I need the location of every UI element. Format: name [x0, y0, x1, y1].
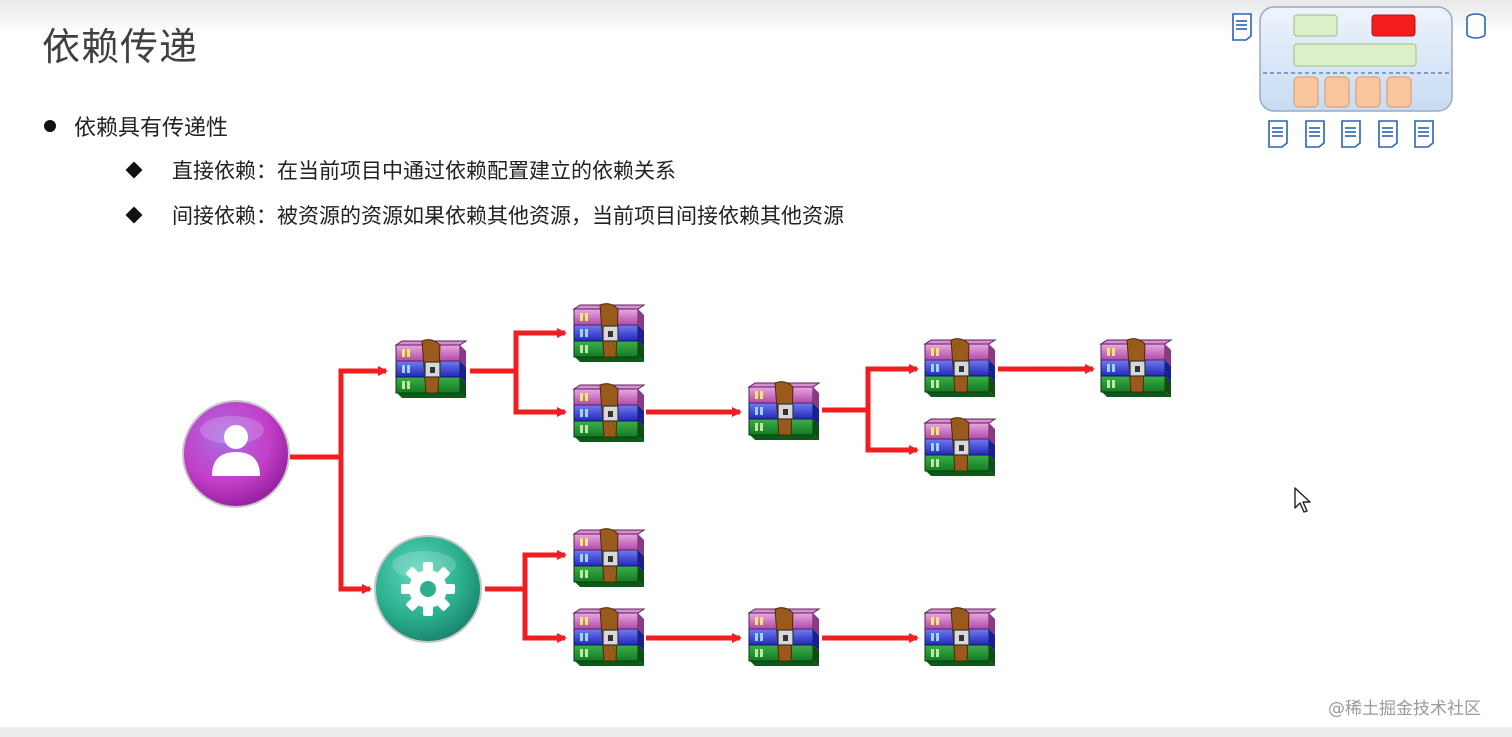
- bottom-band: [0, 727, 1512, 737]
- edge-j1-j2: [470, 328, 567, 374]
- settings-project-node: [374, 535, 482, 643]
- gear-icon: [401, 562, 455, 616]
- jar-node-j2: [573, 303, 645, 363]
- edge-user-settings: [338, 457, 372, 594]
- jar-node-j6: [924, 417, 996, 477]
- document-icon: [1232, 13, 1252, 41]
- minimap-thumbnail: [1232, 6, 1486, 148]
- document-icons-row: [1268, 120, 1434, 148]
- slide-title: 依赖传递: [42, 25, 199, 69]
- dependency-arrows: [290, 328, 1095, 643]
- bullet-dot-icon: [44, 120, 56, 132]
- sub-bullet-text: 直接依赖：在当前项目中通过依赖配置建立的依赖关系: [172, 159, 676, 183]
- sub-bullet-text: 间接依赖：被资源的资源如果依赖其他资源，当前项目间接依赖其他资源: [172, 204, 844, 228]
- jar-node-j5: [924, 338, 996, 398]
- edge-j4-j6: [865, 410, 919, 455]
- edge-user-j1: [290, 366, 388, 460]
- jar-node-j3: [573, 383, 645, 443]
- edge-j1-j3: [513, 371, 567, 417]
- jar-node-j4: [748, 381, 820, 441]
- jar-node-j8: [573, 528, 645, 588]
- jar-node-j11: [924, 607, 996, 667]
- edge-j4-j5: [822, 364, 919, 413]
- jar-node-j7: [1100, 338, 1172, 398]
- sub-bullet-indirect: 间接依赖：被资源的资源如果依赖其他资源，当前项目间接依赖其他资源: [125, 200, 844, 230]
- edge-settings-j8: [485, 550, 567, 592]
- database-icon: [1466, 13, 1486, 39]
- user-project-node: [182, 400, 290, 508]
- mouse-cursor-icon: [1294, 487, 1311, 513]
- main-bullet-text: 依赖具有传递性: [74, 116, 229, 141]
- watermark: @稀土掘金技术社区: [1328, 699, 1481, 719]
- jar-node-j9: [573, 607, 645, 667]
- jar-node-j10: [748, 607, 820, 667]
- edge-settings-j9: [522, 589, 567, 643]
- jar-node-j1: [395, 339, 467, 399]
- sub-bullet-direct: 直接依赖：在当前项目中通过依赖配置建立的依赖关系: [125, 155, 676, 185]
- user-icon: [212, 425, 260, 476]
- main-bullet: 依赖具有传递性: [44, 110, 228, 142]
